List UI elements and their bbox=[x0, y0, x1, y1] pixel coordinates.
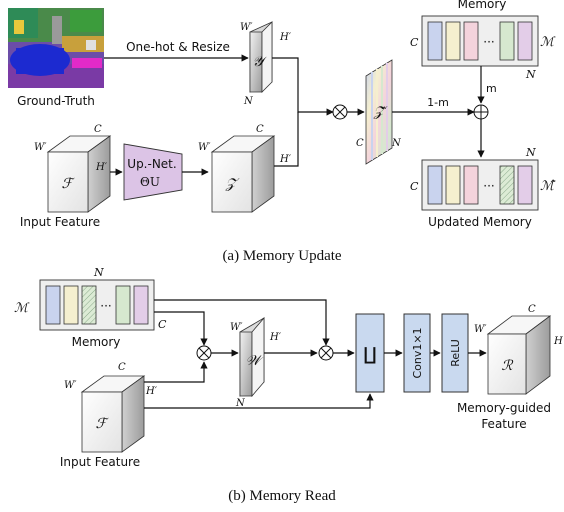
input-feature-cube bbox=[46, 135, 112, 213]
output-label-line1: Memory-guided bbox=[457, 401, 551, 415]
memory-slot bbox=[499, 165, 515, 205]
z-cube bbox=[210, 135, 276, 213]
z-dim-h: H′ bbox=[279, 154, 292, 165]
memory-slot bbox=[63, 285, 79, 325]
product-op-read-1 bbox=[196, 345, 212, 361]
y-dim-w: W′ bbox=[240, 22, 253, 33]
updated-memory-dim-n: N bbox=[525, 146, 536, 159]
memory-slot bbox=[463, 165, 479, 205]
zhat-dim-c: C bbox=[356, 138, 364, 149]
memory-slot bbox=[133, 285, 149, 325]
upnet-theta: ΘU bbox=[140, 175, 160, 189]
conv-block bbox=[403, 313, 431, 393]
input-feature-label: Input Feature bbox=[20, 215, 100, 229]
r-dim-h: H bbox=[553, 336, 563, 347]
read-memory-label: Memory bbox=[72, 335, 121, 349]
memory-slot bbox=[427, 165, 443, 205]
memory-slot bbox=[445, 165, 461, 205]
z-dim-w: W′ bbox=[198, 142, 211, 153]
memory-title: Memory bbox=[458, 0, 507, 11]
y-onehot-slab bbox=[249, 21, 273, 93]
onehot-resize-label: One-hot & Resize bbox=[126, 40, 230, 54]
updated-memory-bank bbox=[421, 159, 539, 211]
caption-b: (b) Memory Read bbox=[228, 488, 336, 504]
sum-op bbox=[473, 104, 489, 120]
read-f-dim-c: C bbox=[118, 362, 126, 373]
f-dim-w: W′ bbox=[34, 142, 47, 153]
product-op-update bbox=[332, 104, 348, 120]
updated-memory-symbol: ℳ̂ bbox=[540, 179, 556, 194]
w-dim-w: W′ bbox=[230, 322, 243, 333]
ground-truth-label: Ground-Truth bbox=[17, 94, 95, 108]
f-dim-c: C bbox=[94, 124, 102, 135]
r-dim-w: W′ bbox=[474, 324, 487, 335]
upnet-label: Up.-Net. bbox=[127, 157, 176, 171]
read-f-dim-h: H′ bbox=[145, 386, 158, 397]
memory-to-product2-arrow bbox=[154, 299, 330, 346]
w-symbol: 𝒲 bbox=[246, 353, 264, 369]
f-to-product1-arrow bbox=[144, 361, 208, 383]
concat-symbol: ∐ bbox=[363, 344, 377, 365]
conv-label: Conv1×1 bbox=[411, 327, 424, 378]
memory-read-panel: ··· ℳ N C Memory 𝒲 W′ H′ N bbox=[14, 266, 563, 504]
read-memory-symbol: ℳ bbox=[14, 301, 30, 316]
memory-slot bbox=[445, 21, 461, 61]
output-feature-cube bbox=[486, 315, 552, 395]
read-input-feature-label: Input Feature bbox=[60, 455, 140, 469]
output-label-line2: Feature bbox=[481, 417, 526, 431]
f-to-concat-arrow bbox=[144, 393, 374, 409]
read-memory-dim-n: N bbox=[93, 266, 104, 279]
f-symbol: ℱ bbox=[61, 176, 75, 192]
read-memory-bank bbox=[39, 279, 155, 331]
read-f-dim-w: W′ bbox=[64, 380, 77, 391]
y-dim-n: N bbox=[243, 96, 254, 107]
w-slab bbox=[239, 316, 265, 398]
upnet-block bbox=[123, 143, 183, 201]
memory-slot bbox=[463, 21, 479, 61]
y-dim-h: H′ bbox=[279, 32, 292, 43]
one-minus-m-label: 1-m bbox=[427, 96, 449, 109]
z-dim-c: C bbox=[256, 124, 264, 135]
y-to-product-arrow bbox=[272, 57, 334, 116]
caption-a: (a) Memory Update bbox=[222, 248, 341, 264]
memory-dim-c: C bbox=[410, 36, 419, 49]
memory-slot bbox=[517, 21, 533, 61]
memory-slot bbox=[115, 285, 131, 325]
w-dim-h: H′ bbox=[269, 332, 282, 343]
ground-truth-image bbox=[8, 8, 104, 88]
f-dim-h: H′ bbox=[95, 162, 108, 173]
r-symbol: ℛ bbox=[501, 358, 513, 374]
memory-slot bbox=[45, 285, 61, 325]
read-input-feature-cube bbox=[80, 375, 146, 453]
memory-slot bbox=[81, 285, 97, 325]
zhat-dim-n: N bbox=[391, 138, 402, 149]
memory-symbol: ℳ bbox=[540, 35, 556, 50]
z-to-product-line bbox=[274, 112, 299, 167]
updated-memory-dots: ··· bbox=[483, 179, 494, 193]
read-memory-dots: ··· bbox=[100, 299, 111, 313]
relu-label: ReLU bbox=[449, 339, 462, 367]
read-memory-dim-c: C bbox=[158, 318, 167, 331]
zhat-symbol: 𝒵̂ bbox=[373, 104, 388, 120]
zhat-slab bbox=[365, 59, 393, 165]
memory-dim-n: N bbox=[525, 68, 536, 81]
memory-update-panel: Ground-Truth One-hot & Resize 𝒴 W′ H′ N … bbox=[8, 0, 556, 264]
w-dim-n: N bbox=[235, 398, 246, 409]
memory-slot bbox=[427, 21, 443, 61]
memory-slot bbox=[517, 165, 533, 205]
product-op-read-2 bbox=[318, 345, 334, 361]
updated-memory-dim-c: C bbox=[410, 180, 419, 193]
concat-block bbox=[355, 313, 385, 393]
relu-block bbox=[441, 313, 469, 393]
memory-to-product1-arrow bbox=[154, 311, 208, 346]
memory-slot bbox=[499, 21, 515, 61]
memory-bank bbox=[421, 15, 539, 67]
memory-dots: ··· bbox=[483, 35, 494, 49]
r-dim-c: C bbox=[528, 304, 536, 315]
m-label: m bbox=[486, 82, 497, 95]
read-f-symbol: ℱ bbox=[95, 416, 109, 432]
z-symbol: 𝒵 bbox=[225, 176, 240, 192]
updated-memory-label: Updated Memory bbox=[428, 215, 532, 229]
